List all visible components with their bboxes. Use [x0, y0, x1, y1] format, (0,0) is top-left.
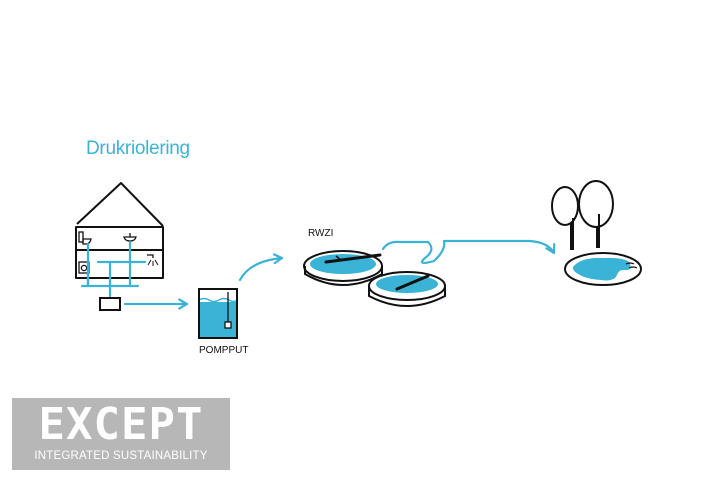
house-pipes — [80, 240, 147, 298]
pompput-pit — [198, 288, 238, 339]
pond — [564, 252, 642, 286]
diagram-title: Drukriolering — [86, 138, 190, 159]
shower-icon — [147, 254, 159, 266]
toilet-icon — [78, 231, 92, 245]
except-logo: EXCEPT INTEGRATED SUSTAINABILITY — [12, 398, 230, 470]
rwzi-tank-2 — [368, 271, 446, 307]
logo-wordmark: EXCEPT — [38, 399, 204, 450]
rwzi-label: RWZI — [308, 228, 334, 239]
collection-box — [99, 297, 121, 311]
rwzi-tank-1 — [303, 250, 383, 286]
pompput-label: POMPPUT — [199, 345, 249, 356]
logo-tagline: INTEGRATED SUSTAINABILITY — [34, 450, 208, 462]
trees — [551, 180, 614, 250]
flow-arrow-to-rwzi — [238, 253, 284, 282]
outflow-pipe — [381, 239, 556, 265]
house-roof — [76, 182, 164, 227]
